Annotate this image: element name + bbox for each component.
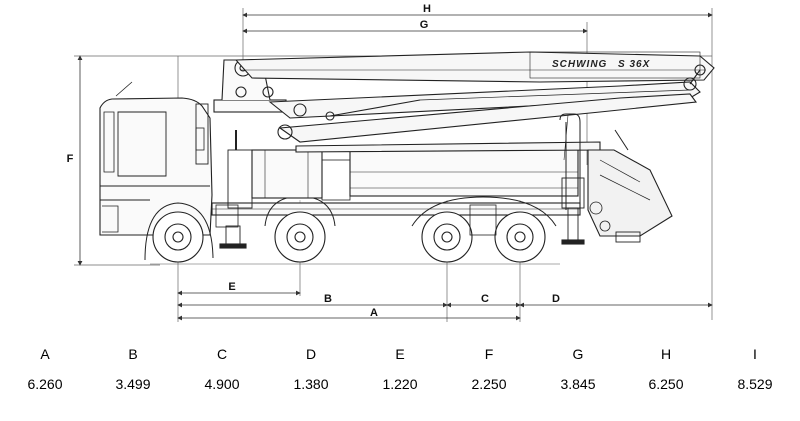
front-wheel bbox=[152, 211, 204, 263]
model-name: S 36X bbox=[618, 59, 651, 70]
spec-value-h: 6.250 bbox=[648, 376, 684, 392]
dimension-lines bbox=[77, 12, 713, 321]
boom-assembly bbox=[219, 51, 715, 249]
dim-label-c: C bbox=[481, 293, 489, 305]
boom-section-1 bbox=[234, 51, 715, 83]
dim-label-h: H bbox=[423, 3, 431, 15]
spec-header-i: I bbox=[753, 346, 757, 362]
truck-cab bbox=[99, 97, 213, 236]
spec-header-e: E bbox=[395, 346, 405, 362]
concrete-hopper bbox=[587, 149, 673, 237]
hydraulic-tank bbox=[251, 149, 323, 199]
spec-header-row: A B C D E F G H I bbox=[0, 344, 800, 372]
dim-label-b: B bbox=[324, 293, 332, 305]
dim-label-a: A bbox=[370, 307, 378, 319]
spec-header-a: A bbox=[40, 346, 50, 362]
dim-label-e: E bbox=[228, 281, 235, 293]
spec-table: A B C D E F G H I 6.260 3.499 4.900 1.38… bbox=[0, 344, 800, 400]
spec-value-d: 1.380 bbox=[293, 376, 329, 392]
spec-header-d: D bbox=[305, 346, 317, 362]
rear-wheel-3 bbox=[494, 211, 546, 263]
spec-header-b: B bbox=[128, 346, 138, 362]
rear-wheel-1 bbox=[274, 211, 326, 263]
spec-value-g: 3.845 bbox=[560, 376, 596, 392]
brand-name: SCHWING bbox=[552, 59, 607, 70]
spec-header-h: H bbox=[660, 346, 672, 362]
spec-header-c: C bbox=[216, 346, 228, 362]
spec-value-c: 4.900 bbox=[204, 376, 240, 392]
spec-value-b: 3.499 bbox=[115, 376, 151, 392]
boom-section-2 bbox=[268, 81, 701, 119]
boom-section-3 bbox=[278, 93, 698, 143]
spec-value-e: 1.220 bbox=[382, 376, 418, 392]
spec-value-row: 6.260 3.499 4.900 1.380 1.220 2.250 3.84… bbox=[0, 372, 800, 400]
spec-header-f: F bbox=[484, 346, 494, 362]
dim-label-g: G bbox=[420, 19, 429, 31]
truck bbox=[99, 59, 581, 263]
boom-branding: SCHWING S 36X bbox=[552, 59, 651, 70]
dimension-letters: H G F E B C D A bbox=[67, 3, 560, 319]
boom-section-4 bbox=[295, 141, 601, 153]
spec-value-f: 2.250 bbox=[471, 376, 507, 392]
rear-wheel-2 bbox=[421, 211, 473, 263]
spec-header-g: G bbox=[572, 346, 584, 362]
spec-value-a: 6.260 bbox=[27, 376, 63, 392]
dim-label-f: F bbox=[67, 153, 74, 165]
dim-label-d: D bbox=[552, 293, 560, 305]
truck-diagram: H G F E B C D A bbox=[67, 3, 715, 322]
spec-value-i: 8.529 bbox=[737, 376, 773, 392]
